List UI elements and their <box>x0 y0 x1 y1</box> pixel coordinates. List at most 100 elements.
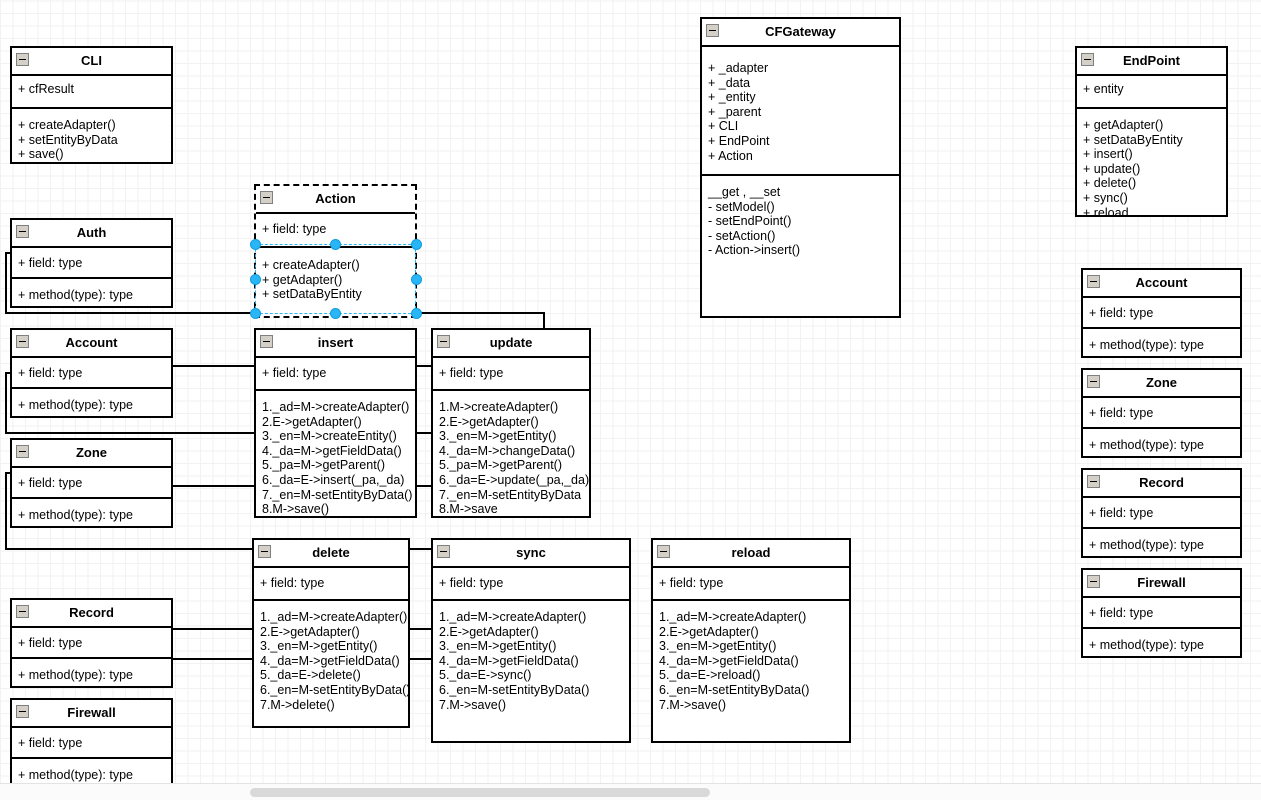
class-title: Firewall <box>67 705 116 720</box>
class-box-insert[interactable]: insert + field: type 1._ad=M->createAdap… <box>254 328 417 518</box>
horizontal-scrollbar-track[interactable] <box>0 783 1261 800</box>
minus-icon[interactable] <box>260 191 273 204</box>
method-line: 4._da=M->getFieldData() <box>260 653 400 668</box>
selection-handle-bottom-left[interactable] <box>250 308 261 319</box>
minus-icon[interactable] <box>16 335 29 348</box>
selection-handle-top-left[interactable] <box>250 239 261 250</box>
method-line: 8.M->save() <box>262 502 330 517</box>
class-title: CFGateway <box>765 24 836 39</box>
minus-icon[interactable] <box>16 445 29 458</box>
class-title: EndPoint <box>1122 53 1181 68</box>
method-line: 1._ad=M->createAdapter() <box>260 610 408 624</box>
method-line: + reload <box>1083 205 1129 220</box>
class-box-cfgateway[interactable]: CFGateway + _adapter + _data + _entity +… <box>700 17 901 318</box>
selection-handle-top-right[interactable] <box>411 239 422 250</box>
class-box-record-left[interactable]: Record + field: type + method(type): typ… <box>10 598 173 688</box>
class-box-firewall-right[interactable]: Firewall + field: type + method(type): t… <box>1081 568 1242 658</box>
minus-icon[interactable] <box>706 24 719 37</box>
minus-icon[interactable] <box>1081 53 1094 66</box>
connector-account-parent-vertical <box>5 372 7 434</box>
class-box-account-right[interactable]: Account + field: type + method(type): ty… <box>1081 268 1242 358</box>
class-box-sync[interactable]: sync + field: type 1._ad=M->createAdapte… <box>431 538 631 743</box>
class-header-record-right: Record <box>1083 470 1240 498</box>
method-line: + method(type): type <box>1089 538 1204 552</box>
class-attributes: + field: type <box>433 568 629 599</box>
attribute-line: + _adapter <box>708 61 769 75</box>
method-line: 1._ad=M->createAdapter() <box>659 610 807 624</box>
class-box-delete[interactable]: delete + field: type 1._ad=M->createAdap… <box>252 538 410 728</box>
class-methods: + method(type): type <box>1083 527 1240 559</box>
class-box-firewall-left[interactable]: Firewall + field: type + method(type): t… <box>10 698 173 788</box>
minus-icon[interactable] <box>1087 275 1100 288</box>
method-line: 5._pa=M->getParent() <box>262 458 385 473</box>
method-line: + method(type): type <box>1089 438 1204 452</box>
minus-icon[interactable] <box>1087 375 1100 388</box>
attribute-line: + cfResult <box>18 82 74 96</box>
selection-handle-bottom-center[interactable] <box>330 308 341 319</box>
horizontal-scrollbar-thumb[interactable] <box>250 788 710 797</box>
method-line: 4._da=M->getFieldData() <box>262 443 402 458</box>
method-line: 6._da=E->insert(_pa,_da) <box>262 472 405 487</box>
class-box-cli[interactable]: CLI + cfResult + createAdapter() + setEn… <box>10 46 173 164</box>
attribute-line: + field: type <box>262 222 327 236</box>
method-line: 3._en=M->getEntity() <box>439 429 557 444</box>
class-box-action[interactable]: Action + field: type + createAdapter() +… <box>254 184 417 318</box>
class-title: delete <box>312 545 350 560</box>
method-line: + method(type): type <box>18 398 133 412</box>
class-box-record-right[interactable]: Record + field: type + method(type): typ… <box>1081 468 1242 558</box>
minus-icon[interactable] <box>437 335 450 348</box>
method-line: - setAction() <box>708 228 776 243</box>
minus-icon[interactable] <box>1087 575 1100 588</box>
class-box-auth[interactable]: Auth + field: type + method(type): type <box>10 218 173 308</box>
minus-icon[interactable] <box>1087 475 1100 488</box>
class-title: Record <box>69 605 114 620</box>
attribute-line: + field: type <box>1089 406 1154 420</box>
attribute-line: + field: type <box>18 476 83 490</box>
attribute-line: + field: type <box>260 576 325 590</box>
class-header-firewall-left: Firewall <box>12 700 171 728</box>
minus-icon[interactable] <box>16 705 29 718</box>
minus-icon[interactable] <box>657 545 670 558</box>
method-line: __get , __set <box>708 185 781 199</box>
selection-handle-middle-left[interactable] <box>250 274 261 285</box>
method-line: - setEndPoint() <box>708 214 792 229</box>
attribute-line: + _data <box>708 75 751 90</box>
class-header-zone-right: Zone <box>1083 370 1240 398</box>
attribute-line: + field: type <box>262 366 327 380</box>
class-box-account-left[interactable]: Account + field: type + method(type): ty… <box>10 328 173 418</box>
method-line: 2.E->getAdapter() <box>659 624 759 639</box>
method-line: + createAdapter() <box>18 118 116 132</box>
selection-handle-top-center[interactable] <box>330 239 341 250</box>
class-box-endpoint[interactable]: EndPoint + entity + getAdapter() + setDa… <box>1075 46 1228 220</box>
minus-icon[interactable] <box>16 53 29 66</box>
class-attributes: + field: type <box>1083 498 1240 527</box>
attribute-line: + field: type <box>439 576 504 590</box>
class-methods: + method(type): type <box>12 387 171 419</box>
minus-icon[interactable] <box>16 605 29 618</box>
class-attributes: + cfResult <box>12 76 171 107</box>
minus-icon[interactable] <box>260 335 273 348</box>
method-line: + method(type): type <box>1089 338 1204 352</box>
method-line: 4._da=M->getFieldData() <box>659 653 799 668</box>
method-line: 2.E->getAdapter() <box>439 414 539 429</box>
method-line: 3._en=M->getEntity() <box>260 639 378 654</box>
class-title: CLI <box>81 53 102 68</box>
class-box-zone-right[interactable]: Zone + field: type + method(type): type <box>1081 368 1242 458</box>
class-title: Zone <box>1145 375 1178 390</box>
method-line: 2.E->getAdapter() <box>262 414 362 429</box>
selection-handle-bottom-right[interactable] <box>411 308 422 319</box>
class-header-insert: insert <box>256 330 415 358</box>
method-line: + method(type): type <box>18 288 133 302</box>
class-header-record-left: Record <box>12 600 171 628</box>
attribute-line: + field: type <box>1089 506 1154 520</box>
class-title: update <box>489 335 533 350</box>
selection-handle-middle-right[interactable] <box>411 274 422 285</box>
minus-icon[interactable] <box>258 545 271 558</box>
attribute-line: + field: type <box>18 366 83 380</box>
class-box-zone-left[interactable]: Zone + field: type + method(type): type <box>10 438 173 528</box>
class-box-reload[interactable]: reload + field: type 1._ad=M->createAdap… <box>651 538 851 743</box>
minus-icon[interactable] <box>437 545 450 558</box>
minus-icon[interactable] <box>16 225 29 238</box>
class-box-update[interactable]: update + field: type 1.M->createAdapter(… <box>431 328 591 518</box>
